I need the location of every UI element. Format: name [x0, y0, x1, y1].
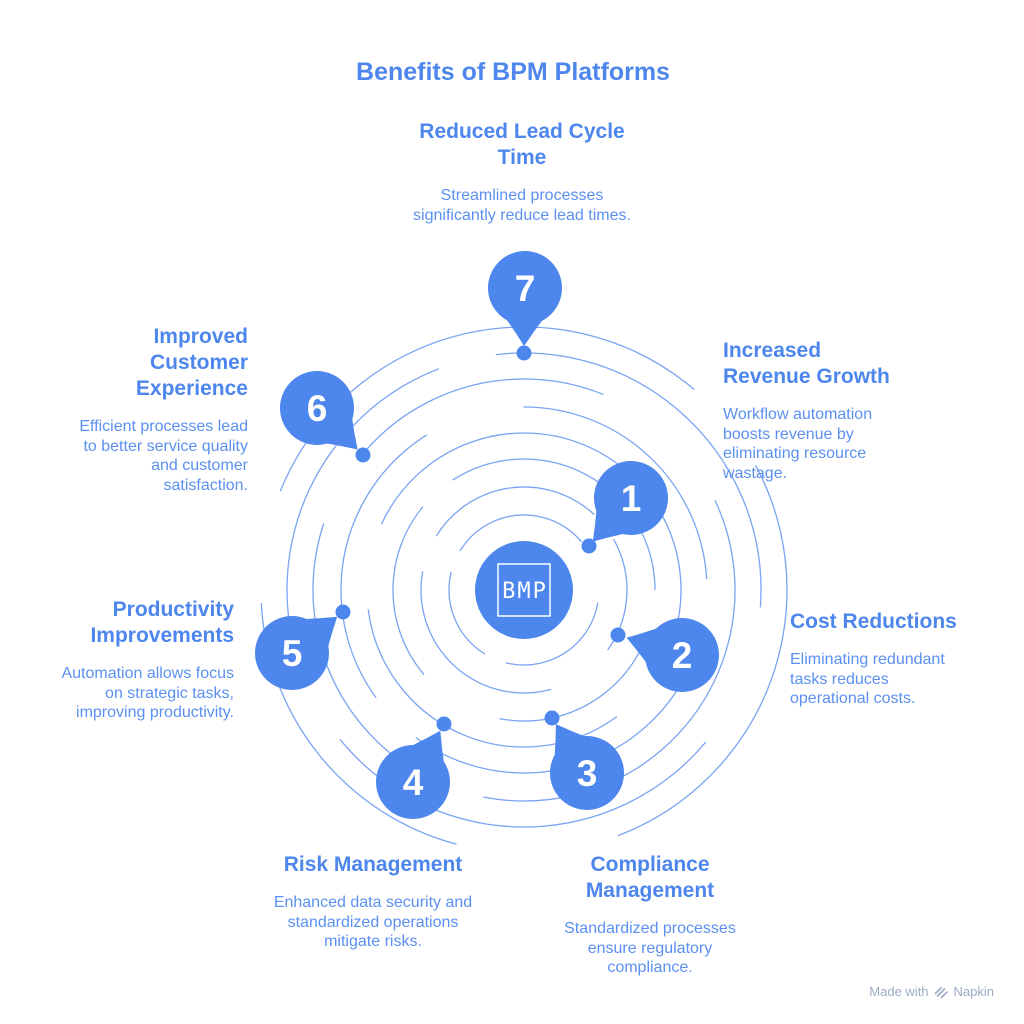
benefit-item-2: Cost Reductions Eliminating redundant ta… — [790, 609, 1005, 709]
benefit-title-3: Compliance Management — [585, 853, 715, 902]
center-square — [497, 563, 551, 617]
bubble-circle — [645, 618, 719, 692]
spiral-dots — [335, 345, 626, 732]
center-badge: BMP — [475, 541, 573, 639]
benefit-bubble: 4 — [376, 730, 450, 819]
benefit-bubble: 7 — [488, 251, 562, 346]
bubble-number: 6 — [307, 388, 328, 429]
spiral-ring — [448, 514, 600, 666]
napkin-logo-icon — [934, 986, 948, 998]
number-bubbles: 1 2 3 4 5 6 7 — [255, 251, 719, 819]
spiral-dot — [436, 716, 452, 732]
benefit-item-3: Compliance Management Standardized proce… — [530, 852, 770, 978]
bubble-number: 1 — [621, 478, 642, 519]
spiral-dot — [544, 710, 560, 726]
bubble-number: 7 — [515, 268, 536, 309]
spiral-ring — [260, 326, 788, 854]
spiral-ring — [340, 406, 708, 774]
benefit-description-6: Efficient processes lead to better servi… — [79, 418, 248, 494]
benefit-item-1: Increased Revenue Growth Workflow automa… — [723, 338, 923, 483]
benefit-item-4: Risk Management Enhanced data security a… — [253, 852, 493, 952]
spiral-rings — [260, 326, 788, 854]
bubble-circle — [255, 616, 329, 690]
benefit-description-7: Streamlined processes significantly redu… — [413, 187, 631, 224]
benefit-description-3: Standardized processes ensure regulatory… — [564, 920, 736, 976]
bubble-circle — [376, 745, 450, 819]
benefit-title-5: Productivity Improvements — [90, 598, 234, 647]
bubble-circle — [488, 251, 562, 325]
benefit-bubble: 6 — [280, 371, 358, 450]
benefit-title-2: Cost Reductions — [790, 610, 957, 633]
spiral-dot — [355, 447, 371, 463]
benefit-title-6: Improved Customer Experience — [135, 325, 248, 400]
watermark-link[interactable]: Made with Napkin — [869, 984, 994, 999]
bubble-number: 3 — [577, 753, 598, 794]
benefit-item-7: Reduced Lead Cycle Time Streamlined proc… — [372, 119, 672, 225]
benefit-title-4: Risk Management — [283, 853, 463, 876]
bubble-circle — [550, 736, 624, 810]
benefit-bubble: 1 — [592, 461, 668, 542]
benefit-description-1: Workflow automation boosts revenue by el… — [723, 406, 873, 482]
benefit-description-5: Automation allows focus on strategic tas… — [61, 665, 234, 721]
benefit-item-5: Productivity Improvements Automation all… — [24, 597, 234, 723]
spiral-ring — [420, 486, 628, 694]
benefit-bubble: 3 — [550, 724, 624, 810]
watermark-brand: Napkin — [953, 984, 994, 999]
spiral-dot — [610, 627, 626, 643]
bubble-circle — [280, 371, 354, 445]
bubble-tail — [505, 318, 544, 346]
bubble-number: 5 — [282, 633, 303, 674]
spiral-dot — [516, 345, 532, 361]
spiral-dot — [581, 538, 597, 554]
center-circle — [475, 541, 573, 639]
benefit-description-4: Enhanced data security and standardized … — [273, 894, 473, 950]
benefit-title-7: Reduced Lead Cycle Time — [419, 120, 625, 169]
benefit-title-1: Increased Revenue Growth — [723, 339, 890, 388]
watermark-prefix: Made with — [869, 984, 929, 999]
benefit-bubble: 2 — [626, 618, 719, 692]
bubble-number: 2 — [672, 635, 693, 676]
page-title: Benefits of BPM Platforms — [356, 58, 670, 86]
spiral-dot — [335, 604, 351, 620]
benefit-description-2: Eliminating redundant tasks reduces oper… — [790, 651, 945, 707]
center-label: BMP — [502, 579, 548, 604]
bubble-circle — [594, 461, 668, 535]
benefit-item-6: Improved Customer Experience Efficient p… — [48, 324, 248, 495]
bubble-number: 4 — [403, 762, 424, 803]
benefit-bubble: 5 — [255, 616, 338, 690]
